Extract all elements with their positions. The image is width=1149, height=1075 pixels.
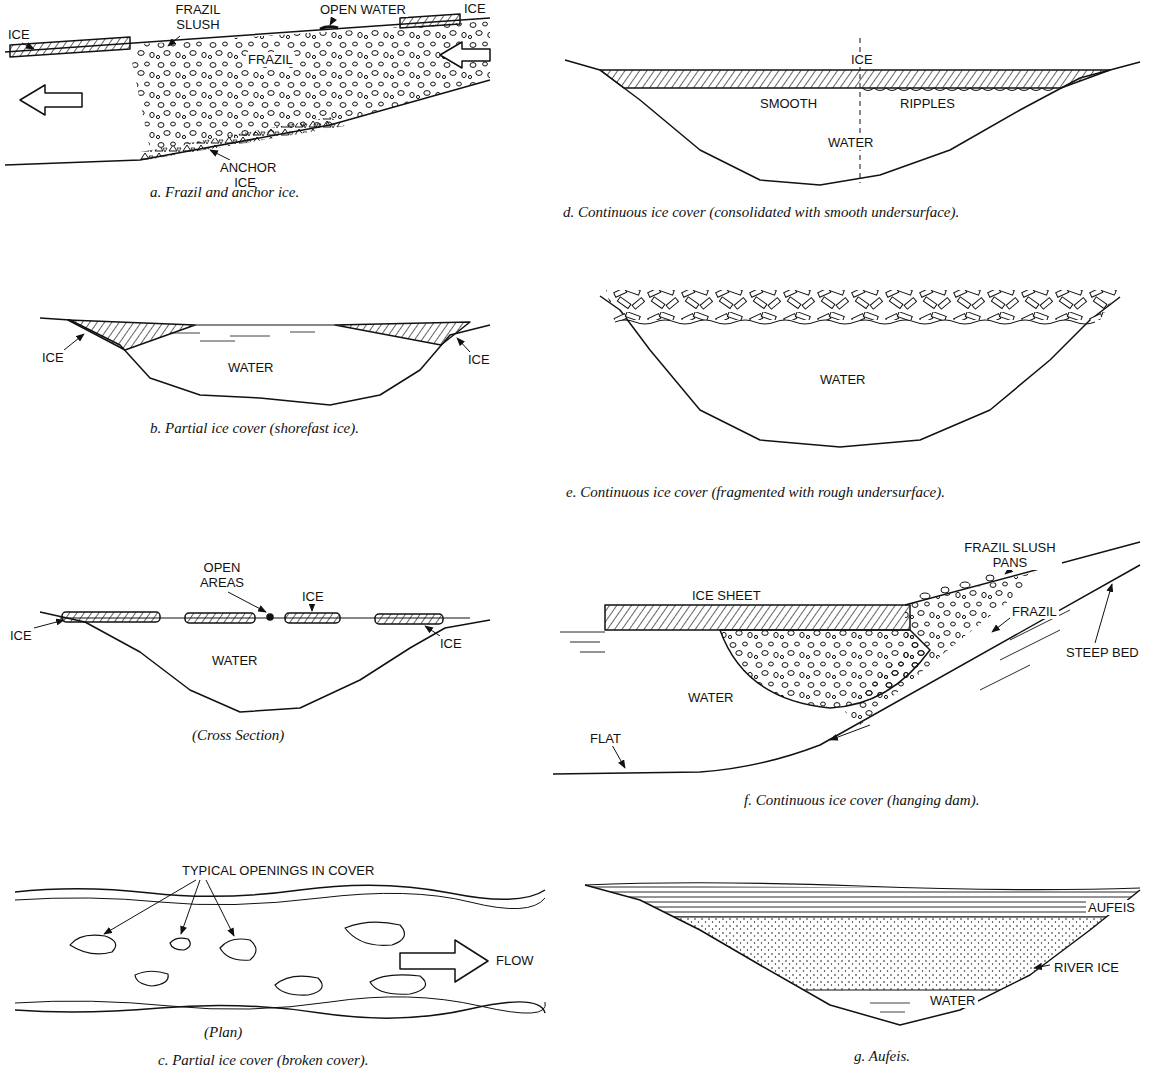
ice-boundary xyxy=(580,990,1149,991)
hanging-dam-panel xyxy=(553,542,1140,774)
part-label: TYPICAL OPENINGS IN COVER xyxy=(180,863,376,878)
part-label: WATER xyxy=(928,993,978,1008)
figure-caption: (Cross Section) xyxy=(192,727,284,744)
broken-cover-plan xyxy=(15,880,545,1018)
figure-caption: c. Partial ice cover (broken cover). xyxy=(158,1052,369,1069)
figure-caption: f. Continuous ice cover (hanging dam). xyxy=(744,792,979,809)
part-label: FRAZIL SLUSH PANS xyxy=(958,540,1062,570)
figure-caption: g. Aufeis. xyxy=(854,1048,910,1065)
flow-arrow xyxy=(440,42,490,68)
water-surface xyxy=(195,325,335,326)
part-label: WATER xyxy=(826,135,876,150)
steep-bed xyxy=(553,565,1140,774)
hanging-dam xyxy=(720,630,930,708)
part-label: RIVER ICE xyxy=(1052,960,1121,975)
part-label: FRAZIL xyxy=(1010,604,1059,619)
water-lines xyxy=(870,1003,910,1012)
anchor-ice xyxy=(140,117,345,161)
leader-lines xyxy=(104,880,234,936)
ice-boundary xyxy=(580,917,1149,918)
leader-lines xyxy=(64,334,470,352)
aufeis-panel xyxy=(580,883,1149,1025)
frazil-panel xyxy=(5,14,490,165)
part-label: STEEP BED xyxy=(1064,645,1141,660)
part-label: ICE xyxy=(8,628,34,643)
part-label: WATER xyxy=(818,372,868,387)
water-lines xyxy=(560,632,605,652)
leader-lines xyxy=(22,18,334,160)
part-label: AUFEIS xyxy=(1086,900,1137,915)
part-label: OPEN WATER xyxy=(318,2,408,17)
fragmented-panel xyxy=(600,290,1120,447)
openings xyxy=(70,922,426,995)
water-lines xyxy=(170,332,315,341)
channel xyxy=(565,60,1140,185)
bank xyxy=(15,1002,545,1018)
channel xyxy=(40,612,490,712)
figure-caption: e. Continuous ice cover (fragmented with… xyxy=(566,484,945,501)
aufeis-top xyxy=(585,883,1140,890)
bank xyxy=(15,893,545,908)
flow-arrow xyxy=(400,940,488,982)
part-label: FLOW xyxy=(494,953,536,968)
flow-arrow xyxy=(20,85,82,115)
part-label: ICE xyxy=(466,352,492,367)
part-label: FLAT xyxy=(588,731,623,746)
channel xyxy=(585,885,1140,1025)
figure-caption: a. Frazil and anchor ice. xyxy=(150,184,299,201)
figure-caption: (Plan) xyxy=(204,1024,242,1041)
part-label: ICE xyxy=(300,589,326,604)
ice-rubble xyxy=(606,290,1118,320)
slush-pans xyxy=(920,575,994,599)
figure-caption: b. Partial ice cover (shorefast ice). xyxy=(150,420,359,437)
part-label: ICE xyxy=(438,636,464,651)
river-ice xyxy=(580,917,1149,990)
broken-cover-section xyxy=(34,592,490,712)
part-label: SMOOTH xyxy=(758,96,819,111)
rough-undersurface xyxy=(615,320,1095,324)
part-label: ICE xyxy=(849,52,875,67)
part-label: FRAZIL SLUSH xyxy=(166,2,230,32)
part-label: OPEN AREAS xyxy=(190,560,254,590)
open-area xyxy=(267,614,273,620)
figure-caption: d. Continuous ice cover (consolidated wi… xyxy=(563,204,959,221)
part-label: ICE xyxy=(40,350,66,365)
shorefast-panel xyxy=(40,318,490,405)
shore-ice xyxy=(335,322,470,345)
ice-cover xyxy=(600,70,1110,88)
part-label: ICE xyxy=(6,27,32,42)
part-label: WATER xyxy=(686,690,736,705)
smooth-cover-panel xyxy=(565,38,1140,185)
ice-floe xyxy=(185,613,255,623)
part-label: RIPPLES xyxy=(898,96,957,111)
leader-lines xyxy=(612,562,1112,768)
leader-lines xyxy=(1034,965,1050,968)
flow-lines xyxy=(980,610,1070,690)
bank xyxy=(15,885,545,899)
open-water xyxy=(320,27,338,29)
ice-sheet xyxy=(400,14,460,28)
part-label: FRAZIL xyxy=(246,52,295,67)
leader-lines xyxy=(34,592,440,636)
channel xyxy=(40,318,490,405)
ice-sheet xyxy=(605,605,910,630)
ice-floe xyxy=(375,614,443,624)
part-label: WATER xyxy=(210,653,260,668)
ice-floe xyxy=(62,612,160,622)
ripples xyxy=(862,88,1054,91)
part-label: WATER xyxy=(226,360,276,375)
shore-ice xyxy=(68,320,195,350)
ice-floe xyxy=(285,613,340,623)
part-label: ICE SHEET xyxy=(690,588,763,603)
part-label: ICE xyxy=(462,1,488,16)
